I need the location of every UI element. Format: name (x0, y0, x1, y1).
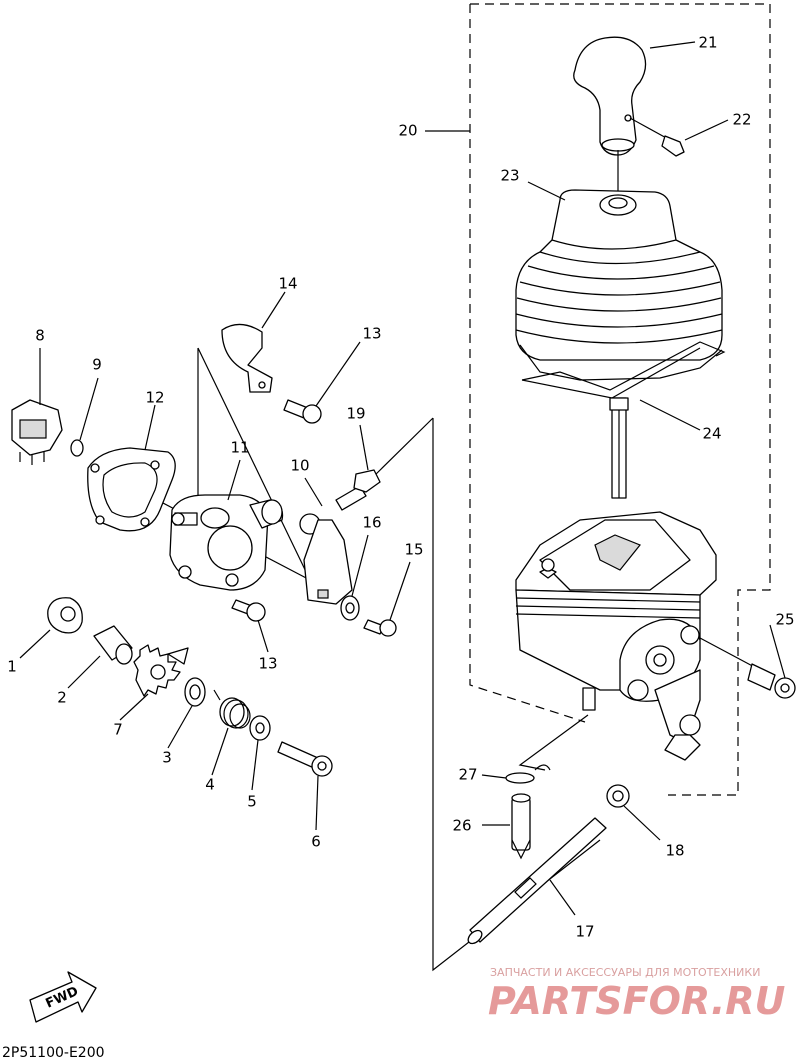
callout-25: 25 (775, 611, 794, 629)
callout-4: 4 (205, 776, 215, 794)
shift-lever (299, 513, 353, 605)
callout-8: 8 (35, 327, 45, 345)
callout-13-lower: 13 (258, 655, 277, 673)
cotter-pin (505, 764, 551, 784)
drum-segment (47, 597, 83, 634)
callout-1: 1 (7, 658, 17, 676)
torsion-spring (213, 689, 251, 729)
watermark-tagline: ЗАПЧАСТИ И АКСЕССУАРЫ ДЛЯ МОТОТЕХНИКИ (490, 966, 760, 979)
callout-21: 21 (698, 34, 717, 52)
bolt-6 (277, 741, 333, 777)
callout-3: 3 (162, 749, 172, 767)
callout-14: 14 (278, 275, 297, 293)
knob-screw (629, 117, 685, 157)
callout-12: 12 (145, 389, 164, 407)
nut-18 (606, 784, 630, 808)
segment-gear (133, 644, 189, 697)
washer-16 (340, 595, 360, 621)
callout-27: 27 (458, 766, 477, 784)
callout-11: 11 (230, 439, 249, 457)
watermark-brand: PARTSFOR.RU (488, 979, 786, 1023)
neutral-switch (11, 399, 63, 465)
clamp-bracket (221, 323, 273, 393)
callout-10: 10 (290, 457, 309, 475)
callout-19: 19 (346, 405, 365, 423)
shift-rod (609, 397, 629, 499)
collar (511, 793, 531, 860)
shift-cover (169, 494, 284, 591)
bolt-13-upper (283, 399, 322, 424)
shift-linkage (582, 618, 701, 761)
washer-5 (249, 715, 271, 741)
leader-lines (19, 41, 786, 916)
callout-20: 20 (398, 122, 417, 140)
callout-26: 26 (452, 817, 471, 835)
callout-17: 17 (575, 923, 594, 941)
assembly-20-boundary (469, 3, 771, 796)
linkage-bolt (699, 637, 796, 699)
callout-13-upper: 13 (362, 325, 381, 343)
diagram-code: 2P51100-E200 (2, 1045, 105, 1060)
callout-22: 22 (732, 111, 751, 129)
shift-boot (515, 189, 723, 381)
callouts: 1 2 3 4 5 6 7 8 9 10 11 12 13 13 14 15 1… (7, 34, 794, 941)
bolt-15 (363, 619, 397, 637)
bolt-13-lower (231, 599, 266, 622)
callout-18: 18 (665, 842, 684, 860)
washer-3 (184, 677, 206, 707)
callout-9: 9 (92, 356, 102, 374)
shift-knob (573, 36, 647, 195)
callout-2: 2 (57, 689, 67, 707)
callout-16: 16 (362, 514, 381, 532)
callout-23: 23 (500, 167, 519, 185)
callout-7: 7 (113, 721, 123, 739)
shift-shaft (467, 817, 607, 945)
collar-2 (93, 625, 133, 665)
stud-19 (335, 469, 381, 511)
callout-6: 6 (311, 833, 321, 851)
watermark: ЗАПЧАСТИ И АКСЕССУАРЫ ДЛЯ МОТОТЕХНИКИ PA… (488, 966, 786, 1023)
callout-5: 5 (247, 793, 257, 811)
fwd-direction-arrow: FWD (29, 971, 97, 1023)
callout-24: 24 (702, 425, 721, 443)
gasket (87, 447, 176, 532)
o-ring (70, 439, 84, 457)
callout-15: 15 (404, 541, 423, 559)
